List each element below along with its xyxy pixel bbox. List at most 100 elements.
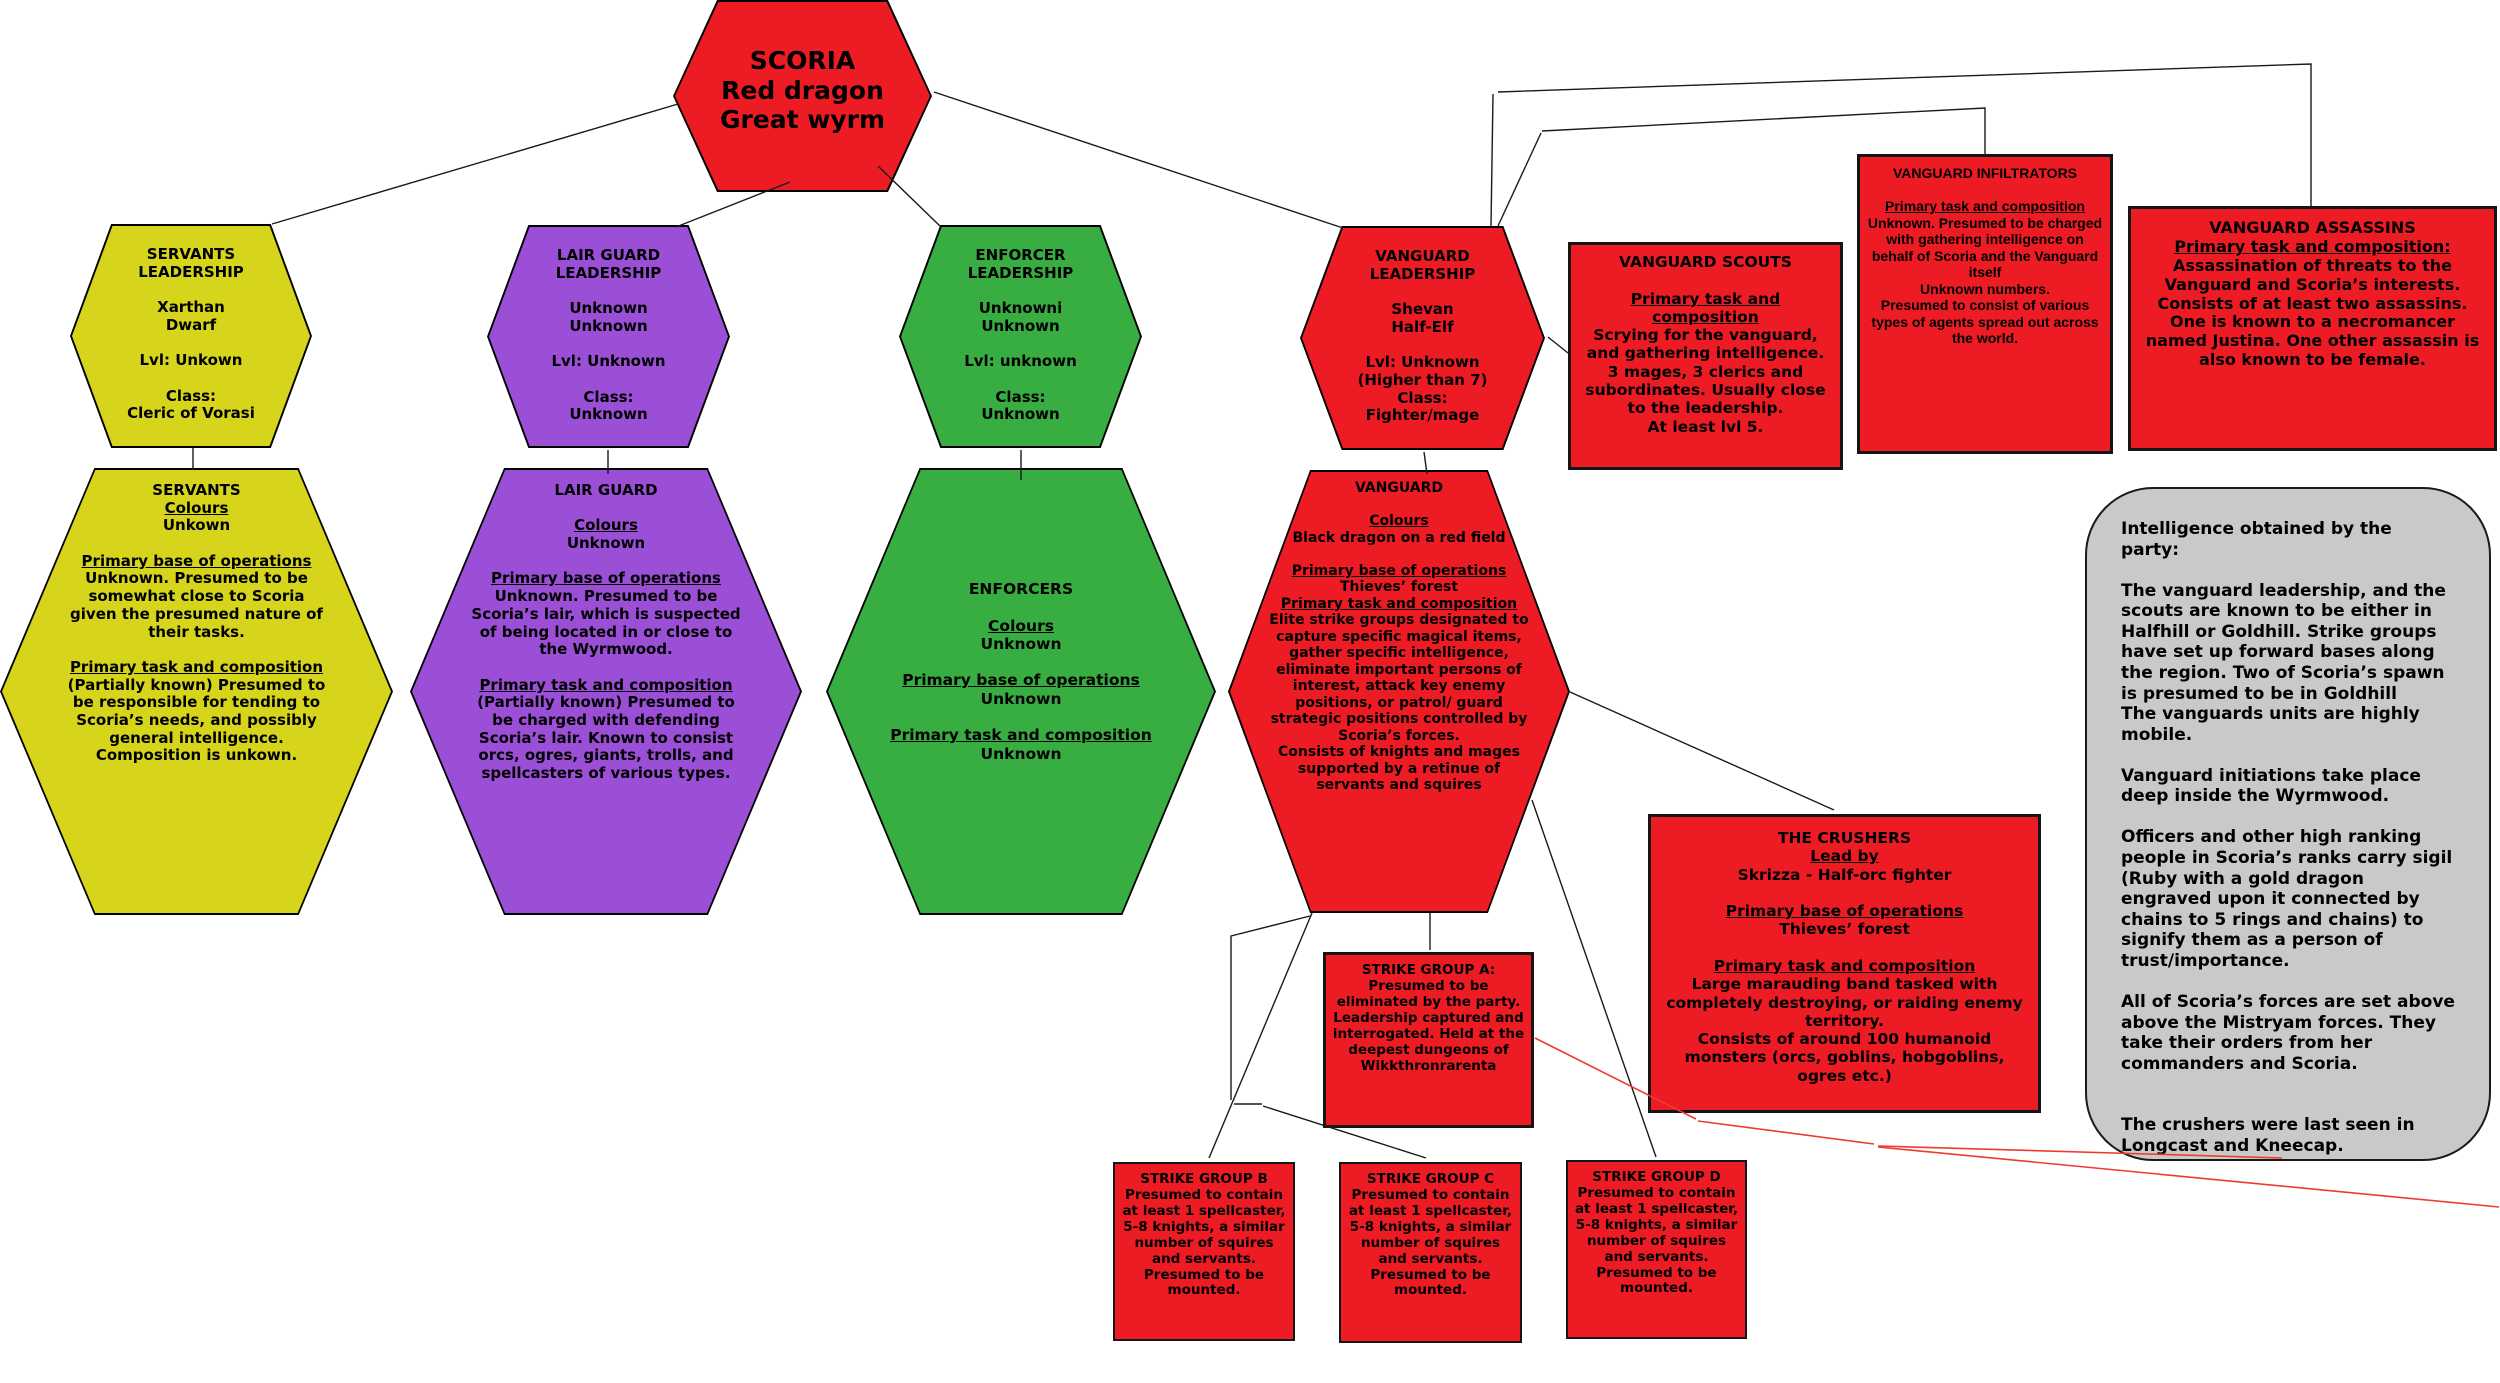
- text-line: Thieves’ forest: [1779, 920, 1910, 939]
- text-line: [606, 282, 611, 300]
- text-line: [188, 334, 193, 352]
- text-line: Unknowni: [978, 299, 1063, 318]
- text-line: LEADERSHIP: [555, 263, 662, 282]
- text-line: STRIKE GROUP C: [1366, 1171, 1495, 1187]
- strike-group-a-text: STRIKE GROUP A:Presumed to be eliminated…: [1331, 962, 1526, 1074]
- text-line: Primary base of operations: [1291, 562, 1507, 579]
- text-line: [1018, 282, 1023, 300]
- red-connector-strike-a-2: [1697, 1120, 1875, 1145]
- text-line: Class:: [1397, 388, 1448, 407]
- text-line: Unknown: [980, 689, 1062, 708]
- text-line: Black dragon on a red field: [1292, 529, 1506, 546]
- text-line: [1420, 283, 1425, 301]
- text-line: [1575, 271, 1836, 289]
- text-line: [603, 500, 608, 518]
- text-line: Thieves’ forest: [1339, 579, 1459, 596]
- text-line: Xarthan: [157, 298, 225, 317]
- text-line: Elite strike groups designated to captur…: [1269, 612, 1529, 744]
- text-line: Large marauding band tasked with complet…: [1666, 975, 2023, 1030]
- text-line: Skrizza - Half-orc fighter: [1737, 865, 1952, 884]
- text-line: [1397, 546, 1402, 563]
- text-line: Primary task and composition: [1630, 289, 1781, 326]
- text-line: [188, 281, 193, 299]
- text-line: VANGUARD ASSASSINS: [2209, 218, 2416, 237]
- text-line: STRIKE GROUP B: [1140, 1171, 1268, 1187]
- text-line: [1018, 598, 1023, 616]
- text-line: 3 mages, 3 clerics and subordinates. Usu…: [1585, 362, 1826, 418]
- text-line: LEADERSHIP: [967, 263, 1074, 282]
- text-line: Primary base of operations: [1725, 902, 1964, 921]
- intelligence-note: Intelligence obtained by the party: The …: [2085, 487, 2491, 1161]
- text-line: Unknown. Presumed to be somewhat close t…: [70, 569, 323, 641]
- text-line: STRIKE GROUP D: [1592, 1169, 1721, 1185]
- text-line: Dwarf: [165, 315, 217, 334]
- enforcers-fill: [828, 470, 1214, 913]
- text-line: Consists of around 100 humanoid monsters…: [1684, 1030, 2005, 1085]
- text-line: Presumed to be mounted.: [1370, 1266, 1491, 1299]
- text-line: SERVANTS: [146, 245, 236, 263]
- text-line: ENFORCER: [975, 246, 1066, 264]
- text-line: Vanguard initiations take place deep ins…: [2121, 765, 2421, 807]
- text-line: [1018, 708, 1023, 726]
- enforcer-leadership-fill: [901, 227, 1140, 446]
- text-line: LEADERSHIP: [1369, 264, 1476, 283]
- text-line: Presumed to be mounted.: [1596, 1264, 1717, 1297]
- intelligence-note-text: Intelligence obtained by the party: The …: [2121, 519, 2455, 1156]
- connector-infiltrators-long: [1541, 107, 1986, 154]
- text-line: Class:: [165, 386, 217, 405]
- text-line: [2121, 745, 2455, 766]
- lair-guard-fill: [412, 470, 800, 913]
- text-line: Presumed to be eliminated by the party.: [1336, 977, 1521, 1010]
- text-line: [2121, 971, 2455, 992]
- vanguard-scouts-box: VANGUARD SCOUTS Primary task and composi…: [1568, 242, 1843, 470]
- text-line: VANGUARD: [1354, 480, 1444, 496]
- text-line: VANGUARD: [1375, 247, 1470, 265]
- text-line: Scrying for the vanguard, and gathering …: [1586, 326, 1825, 363]
- connector-scouts-vanguard-leadership: [1547, 336, 1569, 354]
- vanguard-infiltrators-box: VANGUARD INFILTRATORS Primary task and c…: [1857, 154, 2113, 454]
- text-line: Red dragon: [721, 75, 884, 105]
- text-line: Class:: [995, 387, 1046, 406]
- text-line: [606, 371, 611, 389]
- text-line: [194, 641, 199, 659]
- text-line: Presumed to be mounted.: [1143, 1266, 1265, 1299]
- text-line: Fighter/mage: [1365, 406, 1480, 425]
- text-line: Lvl: Unkown: [139, 351, 243, 370]
- text-line: Presumed to consist of various types of …: [1871, 297, 2099, 347]
- text-line: [2121, 807, 2455, 828]
- text-line: LAIR GUARD: [554, 481, 658, 499]
- text-line: Leadership captured and interrogated. He…: [1332, 1009, 1525, 1074]
- text-line: All of Scoria’s forces are set above abo…: [2121, 991, 2455, 1074]
- text-line: At least lvl 5.: [1647, 417, 1764, 436]
- text-line: (Partially known) Presumed to be respons…: [67, 675, 326, 765]
- text-line: [1018, 653, 1023, 671]
- text-line: [194, 535, 199, 553]
- text-line: The vanguards units are highly mobile.: [2121, 704, 2420, 745]
- text-line: Primary task and composition: [1713, 956, 1976, 975]
- text-line: Half-Elf: [1391, 317, 1454, 336]
- text-line: THE CRUSHERS: [1777, 829, 1912, 847]
- vanguard-leadership-fill: [1302, 228, 1543, 448]
- text-line: Unknown: [569, 299, 648, 318]
- text-line: Lvl: Unknown: [551, 352, 666, 371]
- text-line: Unknown: [981, 316, 1060, 335]
- connector-scoria-servants: [271, 103, 679, 225]
- text-line: (Higher than 7): [1357, 370, 1488, 389]
- strike-group-a-box: STRIKE GROUP A:Presumed to be eliminated…: [1323, 952, 1534, 1128]
- text-line: Unknown: [980, 634, 1062, 653]
- connector-vanguard-junction: [1230, 915, 1311, 1100]
